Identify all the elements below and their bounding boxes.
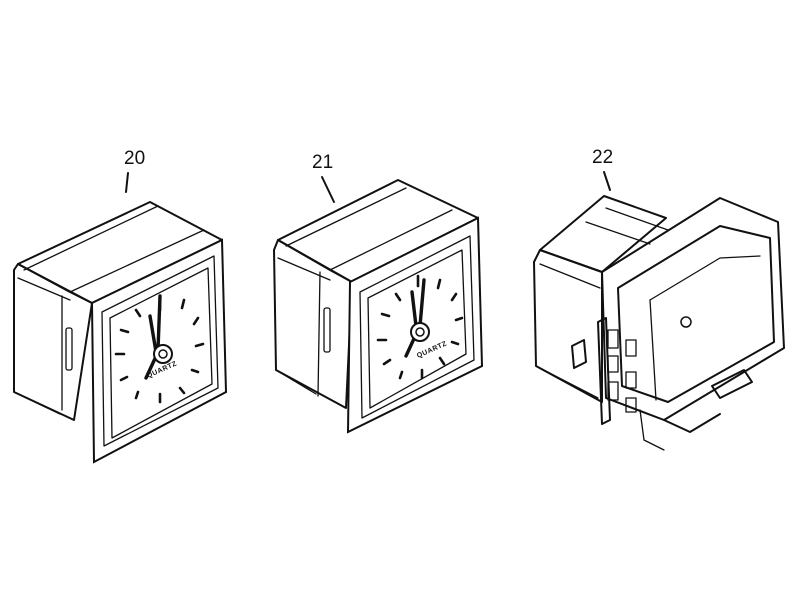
callout-label-21: 21	[312, 152, 333, 173]
clock-20-dial: QUARTZ	[114, 294, 205, 404]
bracket-22-screw-hole	[680, 316, 692, 328]
clock-21: 21	[273, 152, 484, 434]
callout-leader-20	[125, 172, 129, 193]
bracket-22-clips	[571, 317, 753, 451]
callout-leader-21	[321, 176, 335, 203]
callout-label-20: 20	[124, 148, 145, 169]
bracket-22-body	[533, 195, 669, 403]
bracket-22-front-frame	[601, 197, 785, 421]
bracket-22: 22	[533, 147, 785, 451]
clock-21-minute-hand	[418, 278, 426, 328]
callout-leader-22	[603, 171, 611, 191]
clock-20-minute-hand	[156, 294, 162, 352]
callout-label-22: 22	[592, 147, 613, 168]
clock-20: 20	[13, 148, 228, 464]
